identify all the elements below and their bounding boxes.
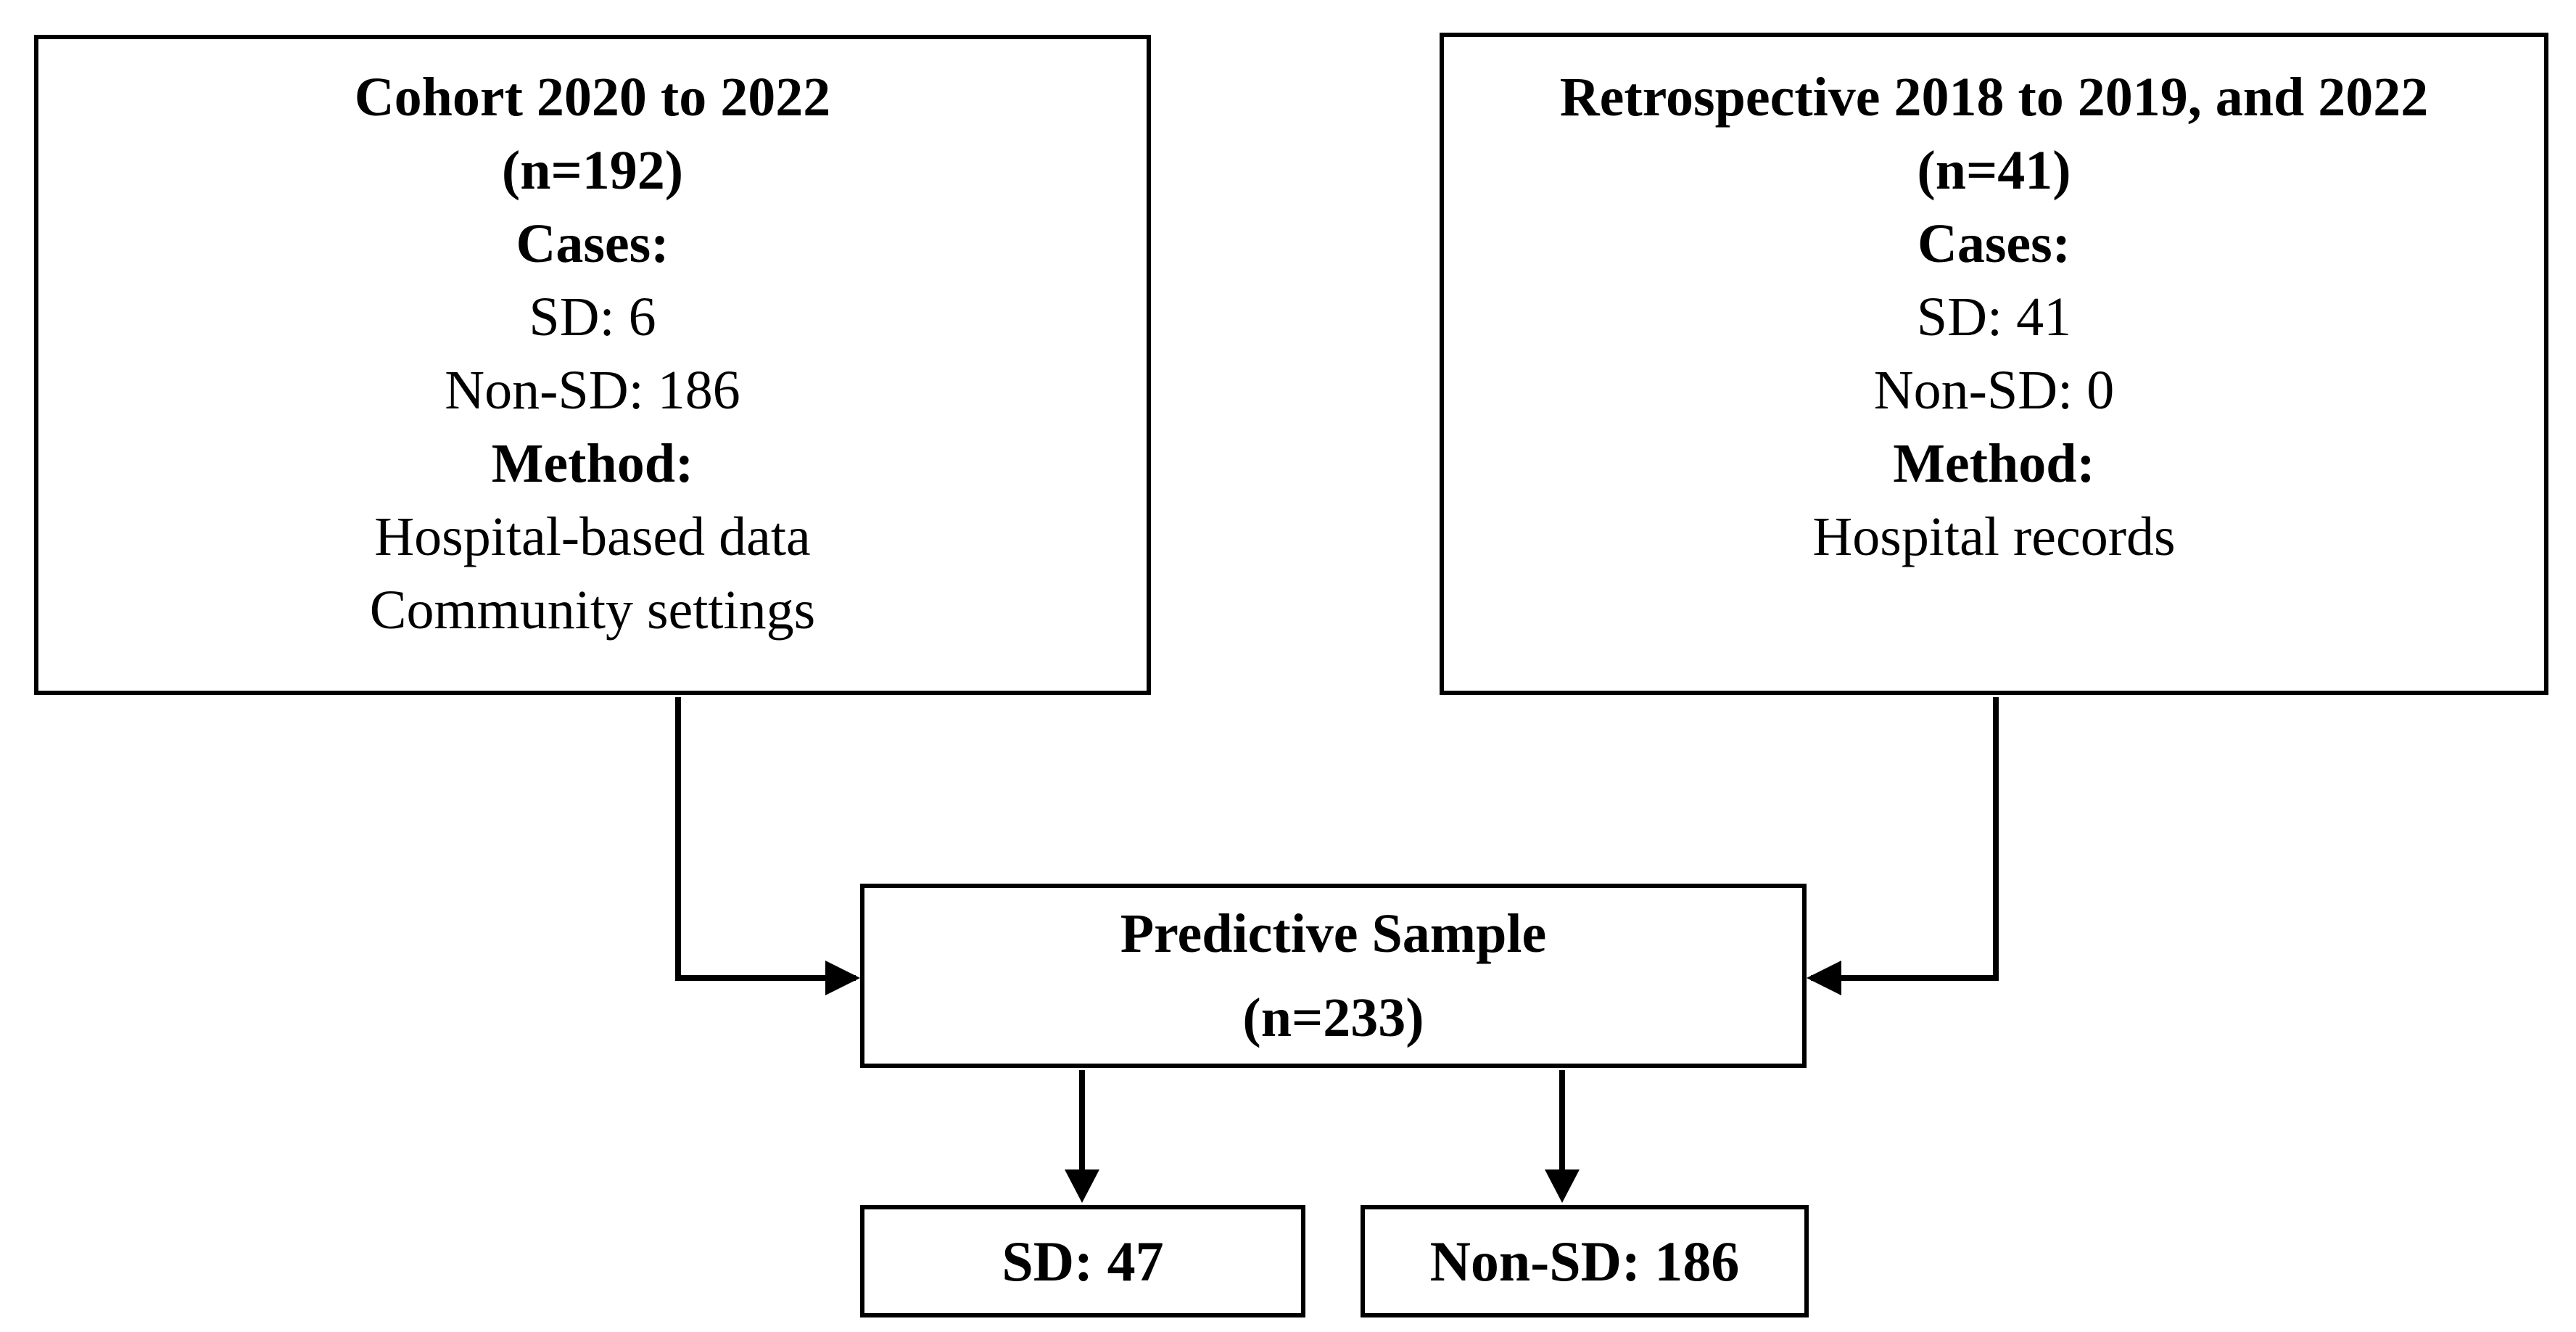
predictive-sample-size: (n=233) bbox=[1242, 987, 1424, 1048]
retrospective-sd-count: SD: 41 bbox=[1916, 287, 2072, 348]
arrow-retrospective-to-predictive-line bbox=[1811, 697, 1999, 981]
predictive-sample-box: Predictive Sample (n=233) bbox=[860, 884, 1807, 1068]
cohort-title: Cohort 2020 to 2022 bbox=[354, 67, 831, 128]
retrospective-non-sd-count: Non-SD: 0 bbox=[1873, 360, 2115, 421]
retrospective-cases-heading: Cases: bbox=[1917, 213, 2071, 274]
predictive-title: Predictive Sample bbox=[1120, 903, 1547, 964]
arrow-predictive-to-sd-head bbox=[1065, 1169, 1099, 1203]
cohort-non-sd-count: Non-SD: 186 bbox=[445, 360, 740, 421]
retrospective-method-heading: Method: bbox=[1893, 433, 2095, 494]
outcome-non-sd-label: Non-SD: 186 bbox=[1429, 1229, 1740, 1293]
cohort-box: Cohort 2020 to 2022 (n=192) Cases: SD: 6… bbox=[34, 35, 1151, 695]
cohort-sd-count: SD: 6 bbox=[529, 287, 656, 348]
cohort-method-source-2: Community settings bbox=[369, 580, 816, 641]
arrow-cohort-to-predictive-line bbox=[675, 697, 856, 981]
cohort-method-source-1: Hospital-based data bbox=[374, 506, 811, 567]
retrospective-method-source-1: Hospital records bbox=[1812, 506, 2176, 567]
cohort-cases-heading: Cases: bbox=[516, 213, 669, 274]
retrospective-sample-size: (n=41) bbox=[1917, 140, 2071, 201]
retrospective-title: Retrospective 2018 to 2019, and 2022 bbox=[1559, 67, 2429, 128]
arrow-retrospective-to-predictive-head bbox=[1807, 961, 1841, 995]
retrospective-box: Retrospective 2018 to 2019, and 2022 (n=… bbox=[1440, 33, 2548, 695]
arrow-predictive-to-nonsd-head bbox=[1545, 1169, 1580, 1203]
outcome-sd-box: SD: 47 bbox=[860, 1205, 1305, 1317]
cohort-method-heading: Method: bbox=[491, 433, 694, 494]
cohort-sample-size: (n=192) bbox=[501, 140, 684, 201]
outcome-non-sd-box: Non-SD: 186 bbox=[1361, 1205, 1809, 1317]
outcome-sd-label: SD: 47 bbox=[1002, 1229, 1164, 1293]
arrow-cohort-to-predictive-head bbox=[825, 961, 860, 995]
